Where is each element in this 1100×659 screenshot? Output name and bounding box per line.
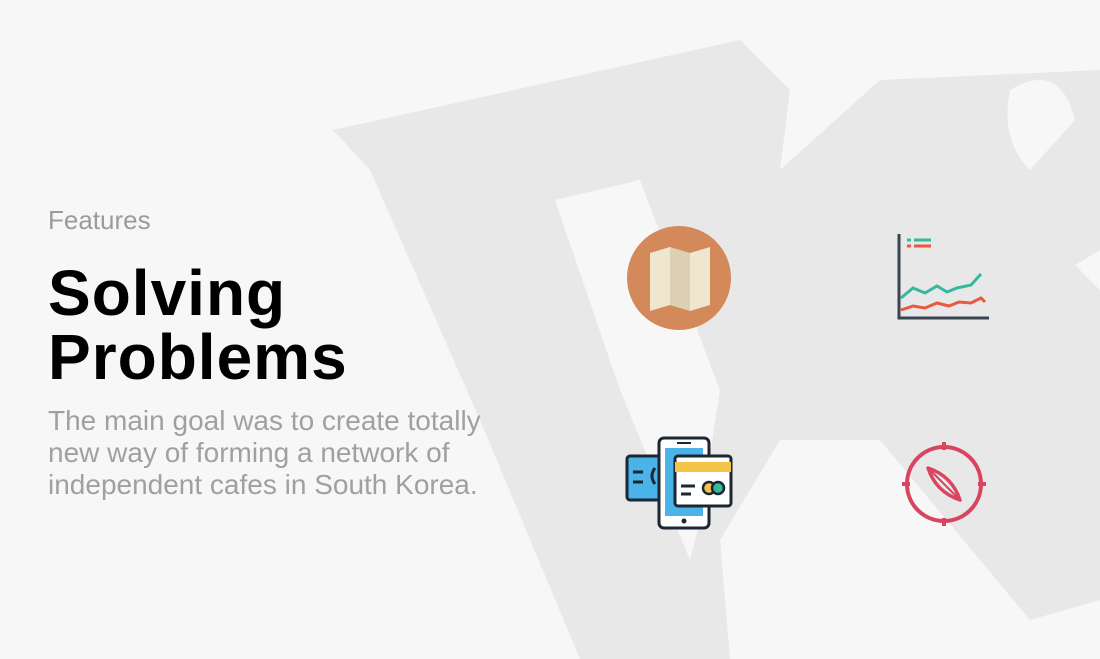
description: The main goal was to create totally new … [48,405,481,500]
mobile-payment-icon [625,436,733,530]
headline-line-1: Solving [48,257,287,329]
compass-icon [900,440,988,528]
headline: Solving Problems [48,261,568,389]
eyebrow-label: Features [48,205,151,235]
headline-line-2: Problems [48,321,348,393]
line-chart-icon [895,232,995,324]
text-block: Features Solving Problems The main goal … [48,203,568,501]
map-icon [626,225,732,331]
